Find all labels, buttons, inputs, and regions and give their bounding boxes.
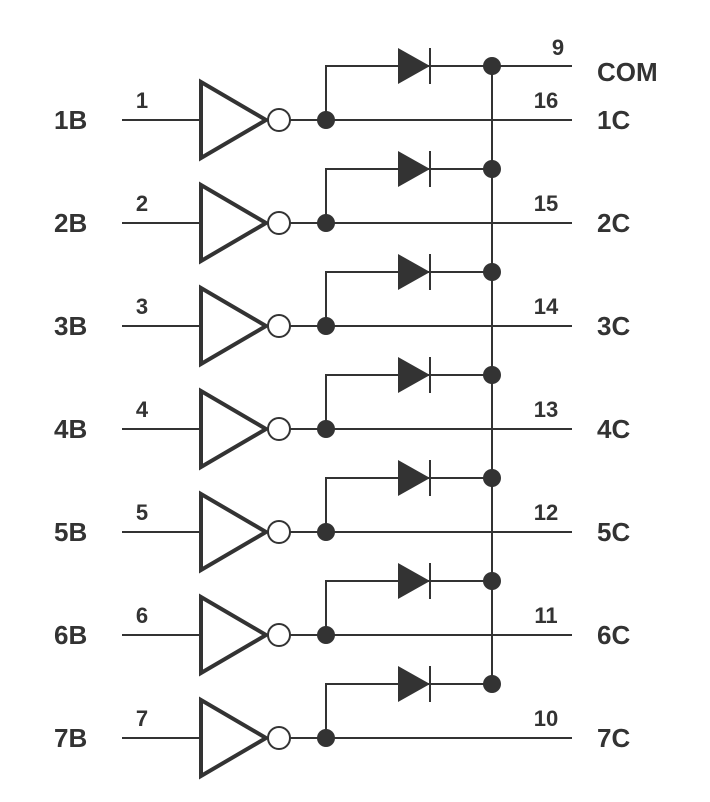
channel-5: 5B 5 5C 12 (54, 460, 630, 574)
output-pin-number: 16 (534, 88, 558, 113)
inverter-bubble (267, 623, 291, 647)
input-pin-number: 4 (136, 397, 149, 422)
input-label: 2B (54, 208, 87, 238)
input-pin-number: 2 (136, 191, 148, 216)
bus-junction (483, 675, 501, 693)
clamp-diode (398, 666, 430, 702)
bus-junction (483, 572, 501, 590)
output-label: 4C (597, 414, 630, 444)
input-label: 6B (54, 620, 87, 650)
input-pin-number: 7 (136, 706, 148, 731)
inverter-gate (199, 78, 270, 162)
inverter-bubble (267, 726, 291, 750)
channel-7: 7B 7 7C 10 (54, 666, 630, 780)
clamp-diode (398, 563, 430, 599)
common-terminal: 9 COM (491, 35, 658, 684)
inverter-bubble (267, 108, 291, 132)
inverter-gate (199, 696, 270, 780)
output-label: 2C (597, 208, 630, 238)
channel-2: 2B 2 2C 15 (54, 151, 630, 265)
diode-branch-wire (325, 65, 492, 120)
common-pin-number: 9 (552, 35, 564, 60)
diode-branch-wire (325, 168, 492, 223)
inverter-bubble (267, 520, 291, 544)
inverter-gate (199, 181, 270, 265)
bus-junction (483, 469, 501, 487)
inverter-gate (199, 593, 270, 677)
diode-branch-wire (325, 271, 492, 326)
clamp-diode (398, 357, 430, 393)
input-pin-number: 5 (136, 500, 148, 525)
output-pin-number: 12 (534, 500, 558, 525)
output-pin-number: 13 (534, 397, 558, 422)
diode-branch-wire (325, 477, 492, 532)
input-pin-number: 3 (136, 294, 148, 319)
input-label: 4B (54, 414, 87, 444)
bus-junction (483, 57, 501, 75)
output-pin-number: 11 (534, 603, 557, 628)
channel-3: 3B 3 3C 14 (54, 254, 630, 368)
channel-6: 6B 6 6C 11 (54, 563, 630, 677)
output-label: 6C (597, 620, 630, 650)
clamp-diode (398, 460, 430, 496)
diode-branch-wire (325, 683, 492, 738)
channel-4: 4B 4 4C 13 (54, 357, 630, 471)
diode-branch-wire (325, 580, 492, 635)
inverter-bubble (267, 314, 291, 338)
bus-junction (483, 263, 501, 281)
output-pin-number: 14 (534, 294, 559, 319)
channel-1: 1B 1 1C 16 (54, 48, 630, 162)
output-pin-number: 15 (534, 191, 558, 216)
inverter-gate (199, 387, 270, 471)
input-label: 7B (54, 723, 87, 753)
clamp-diode (398, 254, 430, 290)
clamp-diode (398, 151, 430, 187)
input-label: 1B (54, 105, 87, 135)
output-label: 3C (597, 311, 630, 341)
clamp-diode (398, 48, 430, 84)
diode-branch-wire (325, 374, 492, 429)
inverter-gate (199, 490, 270, 574)
common-label: COM (597, 57, 658, 87)
input-pin-number: 1 (136, 88, 148, 113)
output-label: 7C (597, 723, 630, 753)
inverter-bubble (267, 417, 291, 441)
input-label: 5B (54, 517, 87, 547)
inverter-bubble (267, 211, 291, 235)
input-pin-number: 6 (136, 603, 148, 628)
output-label: 1C (597, 105, 630, 135)
output-pin-number: 10 (534, 706, 558, 731)
inverter-gate (199, 284, 270, 368)
output-label: 5C (597, 517, 630, 547)
input-label: 3B (54, 311, 87, 341)
bus-junction (483, 160, 501, 178)
channel-list: 1B 1 1C 16 2B 2 2C 15 3B 3 3C 14 4B 4 4C 13 5B 5 5C 12 6B 6 6C… (54, 48, 630, 780)
bus-junction (483, 366, 501, 384)
